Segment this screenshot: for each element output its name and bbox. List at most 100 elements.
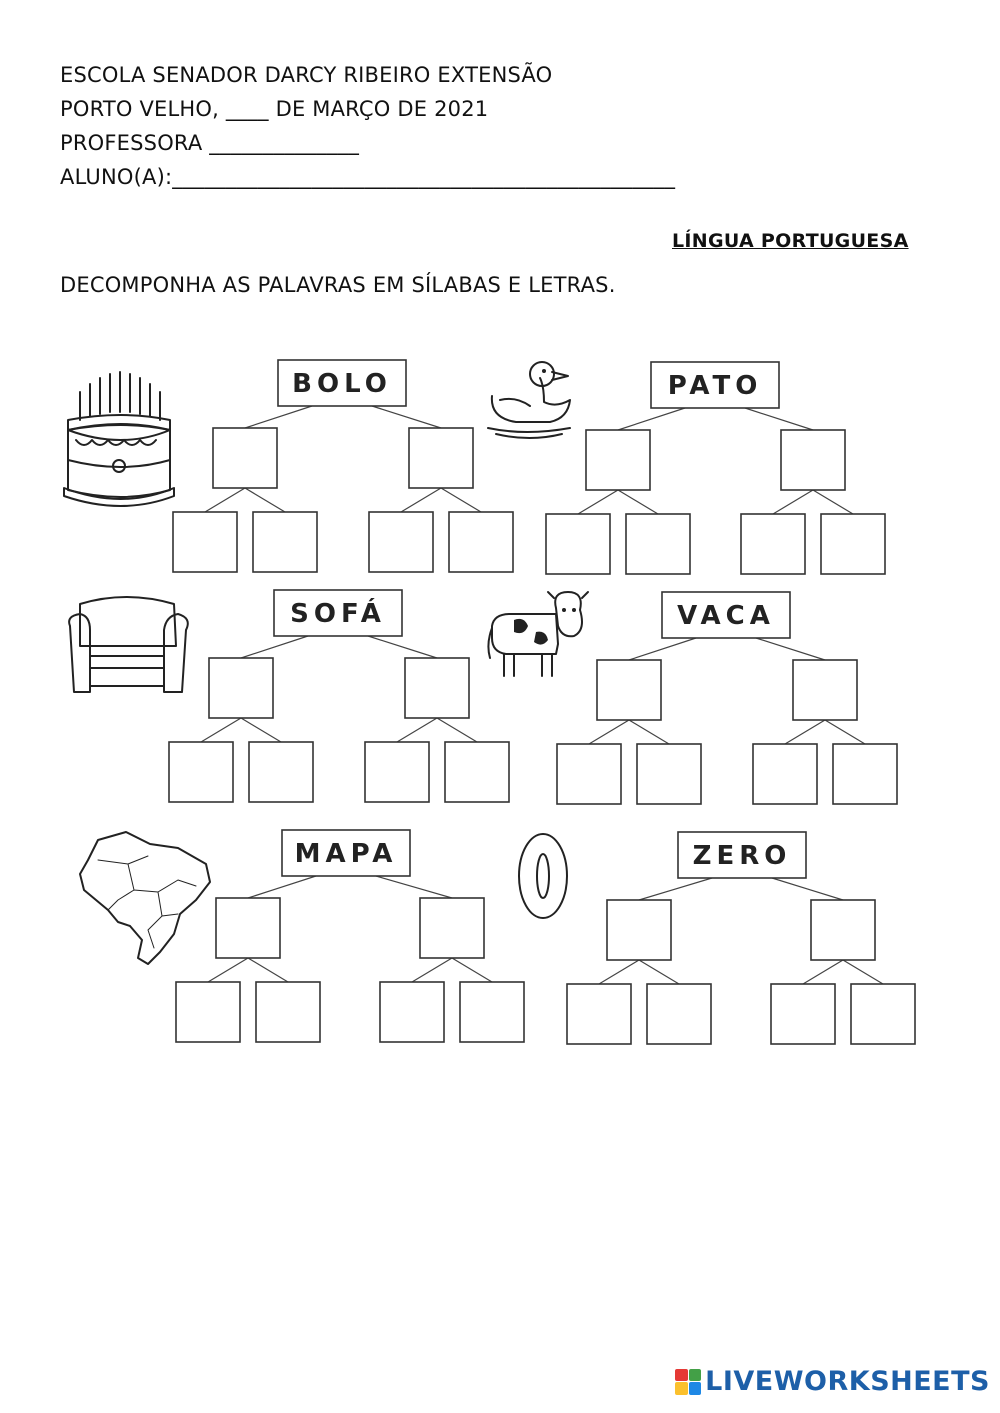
connector-line — [240, 717, 282, 743]
letter-answer-box[interactable] — [820, 513, 886, 575]
connector-line — [755, 637, 826, 661]
letter-answer-box[interactable] — [248, 741, 314, 803]
connector-line — [638, 959, 680, 985]
connector-line — [802, 959, 844, 985]
letter-answer-box[interactable] — [545, 513, 611, 575]
liveworksheets-mark-icon — [675, 1368, 702, 1395]
connector-line — [396, 717, 438, 743]
student-line: ALUNO(A):_______________________________… — [60, 165, 676, 189]
connector-line — [240, 635, 309, 659]
connector-line — [628, 637, 697, 661]
connector-line — [842, 959, 884, 985]
connector-line — [204, 487, 246, 513]
word-label: SOFÁ — [290, 597, 386, 629]
letter-answer-box[interactable] — [740, 513, 806, 575]
connector-line — [771, 877, 844, 901]
instruction-text: DECOMPONHA AS PALAVRAS EM SÍLABAS E LETR… — [60, 273, 616, 297]
brazil-map-icon — [79, 831, 211, 965]
sofa-icon — [68, 596, 189, 693]
letter-answer-box[interactable] — [646, 983, 712, 1045]
word-tree-vaca: VACA — [556, 591, 898, 805]
connector-line — [371, 405, 442, 429]
connector-line — [247, 957, 289, 983]
letter-answer-box[interactable] — [252, 511, 318, 573]
connector-line — [411, 957, 453, 983]
letter-answer-box[interactable] — [625, 513, 691, 575]
connector-line — [628, 719, 670, 745]
syllable-answer-box[interactable] — [404, 657, 470, 719]
letter-answer-box[interactable] — [556, 743, 622, 805]
word-box — [650, 361, 780, 409]
letter-answer-box[interactable] — [636, 743, 702, 805]
word-box — [277, 359, 407, 407]
letter-answer-box[interactable] — [448, 511, 514, 573]
letter-answer-box[interactable] — [770, 983, 836, 1045]
letter-answer-box[interactable] — [168, 741, 234, 803]
connector-line — [244, 487, 286, 513]
syllable-answer-box[interactable] — [208, 657, 274, 719]
connector-line — [638, 877, 713, 901]
connector-line — [598, 959, 640, 985]
letter-answer-box[interactable] — [832, 743, 898, 805]
connector-line — [744, 407, 814, 431]
subject-title: LÍNGUA PORTUGUESA — [672, 230, 909, 252]
syllable-answer-box[interactable] — [215, 897, 281, 959]
connector-line — [617, 489, 659, 515]
letter-answer-box[interactable] — [379, 981, 445, 1043]
syllable-answer-box[interactable] — [419, 897, 485, 959]
syllable-answer-box[interactable] — [792, 659, 858, 721]
word-label: BOLO — [292, 369, 392, 399]
connector-line — [577, 489, 619, 515]
letter-answer-box[interactable] — [752, 743, 818, 805]
word-box — [281, 829, 411, 877]
letter-answer-box[interactable] — [566, 983, 632, 1045]
letter-answer-box[interactable] — [175, 981, 241, 1043]
syllable-answer-box[interactable] — [585, 429, 651, 491]
word-label: VACA — [677, 601, 775, 631]
syllable-answer-box[interactable] — [408, 427, 474, 489]
word-label: ZERO — [693, 841, 792, 871]
duck-icon — [487, 361, 571, 439]
word-tree-bolo: BOLO — [172, 359, 514, 573]
word-tree-mapa: MAPA — [175, 829, 525, 1043]
connector-line — [367, 635, 438, 659]
connector-line — [440, 487, 482, 513]
word-label: PATO — [668, 371, 763, 401]
connector-line — [375, 875, 453, 899]
syllable-answer-box[interactable] — [596, 659, 662, 721]
word-box — [661, 591, 791, 639]
syllable-answer-box[interactable] — [212, 427, 278, 489]
letter-answer-box[interactable] — [368, 511, 434, 573]
word-tree-sofá: SOFÁ — [168, 589, 510, 803]
connector-line — [436, 717, 478, 743]
connector-line — [400, 487, 442, 513]
letter-answer-box[interactable] — [850, 983, 916, 1045]
brand-name: LIVEWORKSHEETS — [705, 1366, 990, 1397]
connector-line — [200, 717, 242, 743]
syllable-answer-box[interactable] — [606, 899, 672, 961]
zero-icon — [518, 833, 568, 919]
word-tree-pato: PATO — [545, 361, 886, 575]
connector-line — [784, 719, 826, 745]
school-name: ESCOLA SENADOR DARCY RIBEIRO EXTENSÃO — [60, 63, 553, 87]
syllable-answer-box[interactable] — [780, 429, 846, 491]
cow-icon — [487, 591, 589, 677]
liveworksheets-logo: LIVEWORKSHEETS — [675, 1366, 990, 1397]
connector-line — [772, 489, 814, 515]
connector-line — [244, 405, 313, 429]
letter-answer-box[interactable] — [255, 981, 321, 1043]
cake-icon — [63, 371, 175, 507]
connector-line — [207, 957, 249, 983]
connector-line — [812, 489, 854, 515]
syllable-answer-box[interactable] — [810, 899, 876, 961]
letter-answer-box[interactable] — [172, 511, 238, 573]
city-date-line: PORTO VELHO, ____ DE MARÇO DE 2021 — [60, 97, 489, 121]
letter-answer-box[interactable] — [444, 741, 510, 803]
connector-line — [617, 407, 686, 431]
connector-line — [824, 719, 866, 745]
letter-answer-box[interactable] — [364, 741, 430, 803]
word-tree-zero: ZERO — [566, 831, 916, 1045]
word-box — [273, 589, 403, 637]
connector-line — [588, 719, 630, 745]
letter-answer-box[interactable] — [459, 981, 525, 1043]
